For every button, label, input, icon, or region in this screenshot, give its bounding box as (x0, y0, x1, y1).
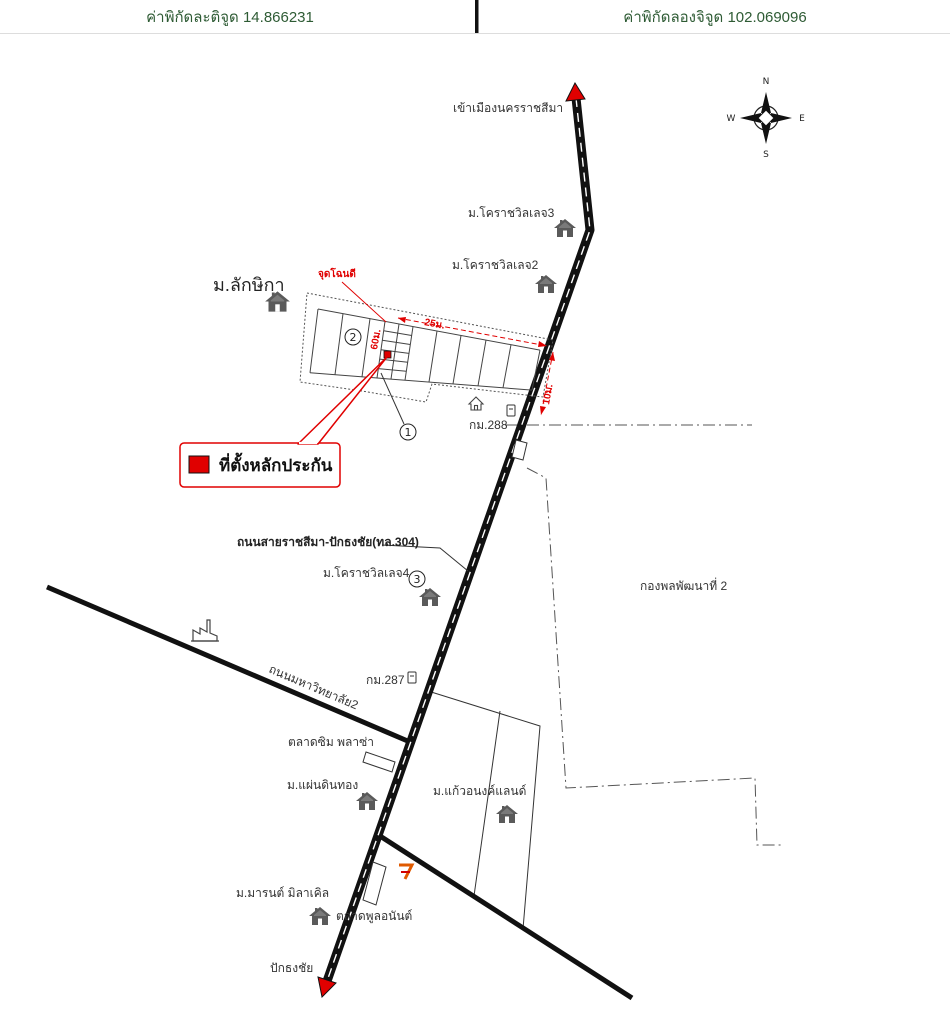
dimension-side-label: 10ม. (541, 383, 555, 405)
collateral-callout: ที่ตั้งหลักประกัน (179, 356, 388, 488)
header-divider (475, 0, 479, 33)
lot-divider (477, 340, 487, 386)
house-icon (554, 219, 576, 237)
lot-bottom-edge (309, 372, 533, 391)
boundary-line-south (526, 467, 781, 846)
parcel-outline (427, 690, 541, 930)
marker-two-label: 2 (350, 331, 357, 344)
lot-divider (309, 308, 319, 373)
marker-one-label: 1 (405, 426, 412, 439)
highway-label-leader (381, 544, 469, 572)
lot-grid-row (380, 349, 410, 354)
university-road (46, 584, 411, 745)
roadside-building-icon (511, 439, 528, 461)
house-icon (356, 792, 378, 810)
to-city-label: เข้าเมืองนครราชสีมา (453, 101, 563, 115)
marker-one: 1 (399, 423, 417, 441)
laksika-label: ม.ลักษิกา (213, 275, 285, 295)
factory-icon (191, 619, 219, 642)
compass-e: E (799, 114, 805, 124)
km-marker-icon (407, 671, 417, 684)
house-icon (496, 805, 518, 823)
kaewanong-label: ม.แก้วอนงค์แลนด์ (433, 784, 526, 798)
kaewanong-parcel-lines (427, 690, 541, 930)
dimension-line-side (540, 351, 554, 416)
division-label: กองพลพัฒนาที่ 2 (640, 577, 728, 593)
marker-one-leader (380, 372, 405, 425)
lot-divider (452, 335, 462, 384)
deed-point-leader (341, 281, 387, 323)
lot-divider (334, 313, 344, 375)
poon-market-building (362, 861, 387, 906)
km288-label: กม.288 (469, 418, 508, 432)
lot-grid-row (382, 339, 411, 345)
house-icon (535, 275, 557, 293)
sim-plaza-label: ตลาดซิม พลาซ่า (288, 735, 374, 749)
lot-divider (361, 318, 371, 377)
callout-pointer (297, 356, 388, 445)
legend-label: ที่ตั้งหลักประกัน (219, 452, 333, 475)
highway-centerline (325, 97, 591, 985)
house-icon (419, 588, 441, 606)
compass-rose-icon: N S W E (727, 77, 806, 160)
plot-boundary (299, 292, 554, 403)
direction-arrow-icon (317, 976, 337, 999)
seven-eleven-icon (399, 863, 415, 880)
lot-divider (502, 344, 512, 388)
lot-subdivision (309, 308, 541, 391)
dimension-top-label: 25ม. (423, 317, 445, 332)
dimension-annotations: 25ม. 10ม. 60ม. (369, 317, 556, 416)
dimension-arrow (549, 352, 555, 361)
coordinate-header: ค่าพิกัดละติจูด 14.866231 ค่าพิกัดลองจิจ… (0, 0, 950, 34)
sim-plaza-building (362, 751, 396, 773)
compass-w: W (727, 114, 736, 124)
lot-divider (428, 330, 438, 383)
collateral-location-marker (383, 350, 392, 359)
dimension-line-top (397, 317, 548, 347)
lot-grid-row (378, 368, 407, 372)
pakthongchai-label: ปักธงชัย (270, 961, 313, 975)
dimension-arrow (540, 406, 546, 415)
marker-two: 2 (344, 328, 362, 346)
deed-point-label: จุดโฉนดี (318, 267, 356, 280)
small-house-outline-icon (467, 396, 485, 411)
marker-three-label: 3 (414, 573, 421, 586)
latitude-label: ค่าพิกัดละติจูด 14.866231 (146, 9, 314, 26)
lot-grid-row (383, 330, 412, 336)
main-highway (317, 81, 595, 999)
village3-label: ม.โคราชวิลเลจ3 (468, 206, 555, 220)
direction-arrow-icon (565, 81, 586, 102)
house-icon (309, 907, 331, 925)
compass-n: N (763, 77, 770, 87)
side-road-south (378, 833, 634, 1001)
dimension-left-label: 60ม. (369, 328, 383, 350)
village4-label: ม.โคราชวิลเลจ4 (323, 566, 410, 580)
km287-label: กม.287 (366, 673, 405, 687)
compass-s: S (763, 150, 769, 160)
miracle-label: ม.มารนต์ มิลาเคิล (236, 886, 329, 900)
poon-market-label: ตลาดพูลอนันต์ (336, 909, 412, 924)
marker-three: 3 (408, 570, 426, 588)
phaendin-label: ม.แผ่นดินทอง (287, 778, 358, 792)
lot-top-edge (317, 308, 541, 351)
km-marker-icon (506, 404, 516, 417)
military-area-boundary (505, 424, 781, 846)
longitude-label: ค่าพิกัดลองจิจูด 102.069096 (623, 9, 806, 26)
callout-box (179, 442, 341, 488)
village2-label: ม.โคราชวิลเลจ2 (452, 258, 539, 272)
dimension-arrow (538, 341, 547, 347)
dimension-arrow (398, 317, 406, 323)
highway-label: ถนนสายราชสีมา-ปักธงชัย(ทล.304) (237, 535, 419, 549)
parcel-divider (473, 710, 501, 897)
legend-swatch (188, 455, 210, 474)
lot-divider (531, 350, 541, 391)
